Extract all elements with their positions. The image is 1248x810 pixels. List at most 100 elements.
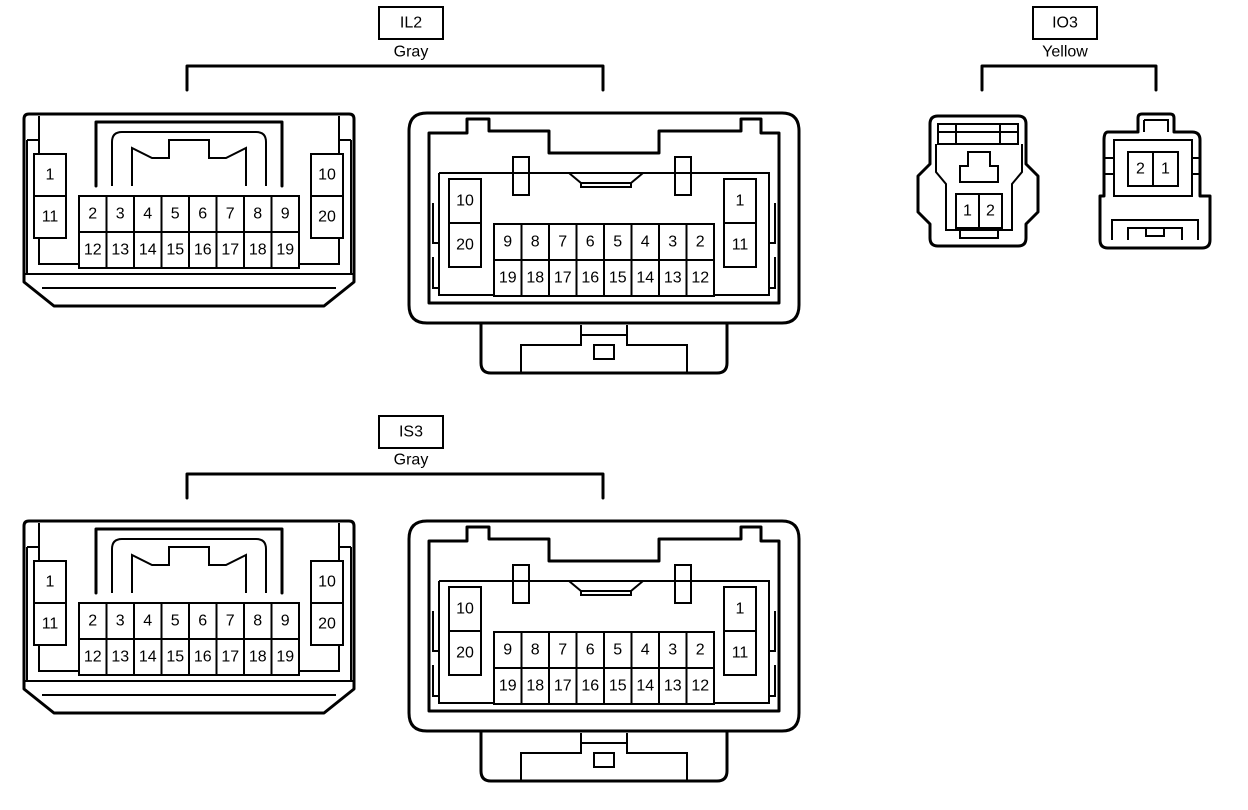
il2-male-pin-2: 2 xyxy=(685,223,715,261)
il2-female-pin-4: 4 xyxy=(133,195,163,233)
is3-male-pin-10-box xyxy=(448,586,482,632)
is3-male-pin-14: 14 xyxy=(630,667,660,705)
is3-male-pin-10: 10 xyxy=(448,586,482,632)
il2-male-pin-14: 14 xyxy=(630,259,660,297)
il2-male-pin-16-box xyxy=(575,259,605,297)
is3-female-pin-20: 20 xyxy=(310,602,344,646)
il2-female-pin-10-label: 10 xyxy=(318,167,336,184)
is3-male-pin-14-label: 14 xyxy=(636,678,654,695)
io3-female-pin-1: 1 xyxy=(955,193,980,229)
il2-female-pin-7: 7 xyxy=(215,195,245,233)
is3-female-pin-12: 12 xyxy=(78,638,108,676)
il2-female-pin-15: 15 xyxy=(160,231,190,269)
io3-bracket xyxy=(980,64,1158,92)
is3-male-pin-2-box xyxy=(685,631,715,669)
io3-male-pin-2-label: 2 xyxy=(1136,161,1145,178)
il2-female-pin-5: 5 xyxy=(160,195,190,233)
is3-male-pin-5: 5 xyxy=(603,631,633,669)
is3-female-pin-11: 11 xyxy=(33,602,67,646)
is3-female-latch-housing xyxy=(94,527,284,595)
is3-code-box xyxy=(378,415,444,449)
io3-male-pin-2-box xyxy=(1127,151,1154,187)
il2-male-pin-3: 3 xyxy=(658,223,688,261)
io3-female-outer-body xyxy=(916,114,1040,248)
il2-female-pin-20-label: 20 xyxy=(318,209,336,226)
is3-female-pin-13-box xyxy=(105,638,135,676)
il2-female-pin-16: 16 xyxy=(188,231,218,269)
il2-female-pin-6-label: 6 xyxy=(198,206,207,223)
il2-male-pin-14-box xyxy=(630,259,660,297)
is3-female-inner-outline xyxy=(27,523,40,548)
is3-male-pin-4: 4 xyxy=(630,631,660,669)
is3-male-pin-12: 12 xyxy=(685,667,715,705)
il2-code: IL2 xyxy=(400,15,422,32)
il2-male-pin-11-box xyxy=(723,222,757,268)
il2-male-pin-7-label: 7 xyxy=(558,234,567,251)
il2-male-pin-12-label: 12 xyxy=(691,270,709,287)
is3-female-pin-2-label: 2 xyxy=(88,613,97,630)
il2-male-pin-10: 10 xyxy=(448,178,482,224)
is3-male-bottom-lock-inner xyxy=(520,733,688,781)
is3-male-guide-left xyxy=(512,564,530,604)
is3-male-pin-16: 16 xyxy=(575,667,605,705)
il2-male-pin-6: 6 xyxy=(575,223,605,261)
il2-male-pin-5-label: 5 xyxy=(613,234,622,251)
il2-female-pin-5-label: 5 xyxy=(171,206,180,223)
is3-female-pin-7-label: 7 xyxy=(226,613,235,630)
il2-male-guide-left xyxy=(512,156,530,196)
il2-female-pin-13-label: 13 xyxy=(111,242,129,259)
is3-female-pin-4-label: 4 xyxy=(143,613,152,630)
il2-male-pin-4-label: 4 xyxy=(641,234,650,251)
is3-female-outer-body xyxy=(22,519,356,715)
il2-female-latch-housing xyxy=(94,120,284,188)
is3-female-pin-6: 6 xyxy=(188,602,218,640)
is3-male-pin-15: 15 xyxy=(603,667,633,705)
is3-male-pin-19-box xyxy=(493,667,523,705)
il2-female-pin-1-box xyxy=(33,153,67,197)
is3-color: Gray xyxy=(394,452,429,469)
is3-male-guide-right xyxy=(674,564,692,604)
il2-male-pin-10-label: 10 xyxy=(456,193,474,210)
il2-female-pin-13: 13 xyxy=(105,231,135,269)
is3-female-pin-2: 2 xyxy=(78,602,108,640)
io3-male-lock-tab xyxy=(1145,227,1165,237)
is3-female-pin-17: 17 xyxy=(215,638,245,676)
il2-female-pin-12-label: 12 xyxy=(84,242,102,259)
il2-female-pin-10: 10 xyxy=(310,153,344,197)
is3-female-pin-8-label: 8 xyxy=(253,613,262,630)
il2-label-group: IL2 Gray xyxy=(185,6,605,92)
il2-male-pin-12: 12 xyxy=(685,259,715,297)
il2-female-pin-19-label: 19 xyxy=(276,242,294,259)
il2-male-pin-20: 20 xyxy=(448,222,482,268)
is3-female-pin-14-label: 14 xyxy=(139,649,157,666)
is3-female-latch-inner xyxy=(111,538,267,593)
il2-male-pin-2-label: 2 xyxy=(696,234,705,251)
il2-male-pin-9: 9 xyxy=(493,223,523,261)
is3-male-pin-9: 9 xyxy=(493,631,523,669)
il2-color: Gray xyxy=(394,44,429,61)
is3-male-pin-1-box xyxy=(723,586,757,632)
il2-female-pin-20: 20 xyxy=(310,195,344,239)
il2-female-pin-14-box xyxy=(133,231,163,269)
is3-male-pin-7-box xyxy=(548,631,578,669)
il2-female-inner-outline xyxy=(27,116,40,141)
is3-bracket xyxy=(185,472,605,500)
is3-female-pin-16-label: 16 xyxy=(194,649,212,666)
io3-female-top-latch xyxy=(937,123,1019,145)
il2-female-pin-12: 12 xyxy=(78,231,108,269)
il2-male-pin-15-label: 15 xyxy=(609,270,627,287)
is3-female-pin-20-box xyxy=(310,602,344,646)
il2-male-pin-13-label: 13 xyxy=(664,270,682,287)
il2-male-pin-20-box xyxy=(448,222,482,268)
io3-code: IO3 xyxy=(1052,15,1078,32)
il2-male-pin-13: 13 xyxy=(658,259,688,297)
il2-male-pin-17-label: 17 xyxy=(554,270,572,287)
il2-female-inner-outline-r xyxy=(338,116,351,141)
is3-male-pin-4-label: 4 xyxy=(641,642,650,659)
il2-code-box xyxy=(378,6,444,40)
il2-male-pin-8: 8 xyxy=(520,223,550,261)
is3-male-side-slots xyxy=(432,611,776,697)
is3-male-outer-body xyxy=(407,519,801,733)
